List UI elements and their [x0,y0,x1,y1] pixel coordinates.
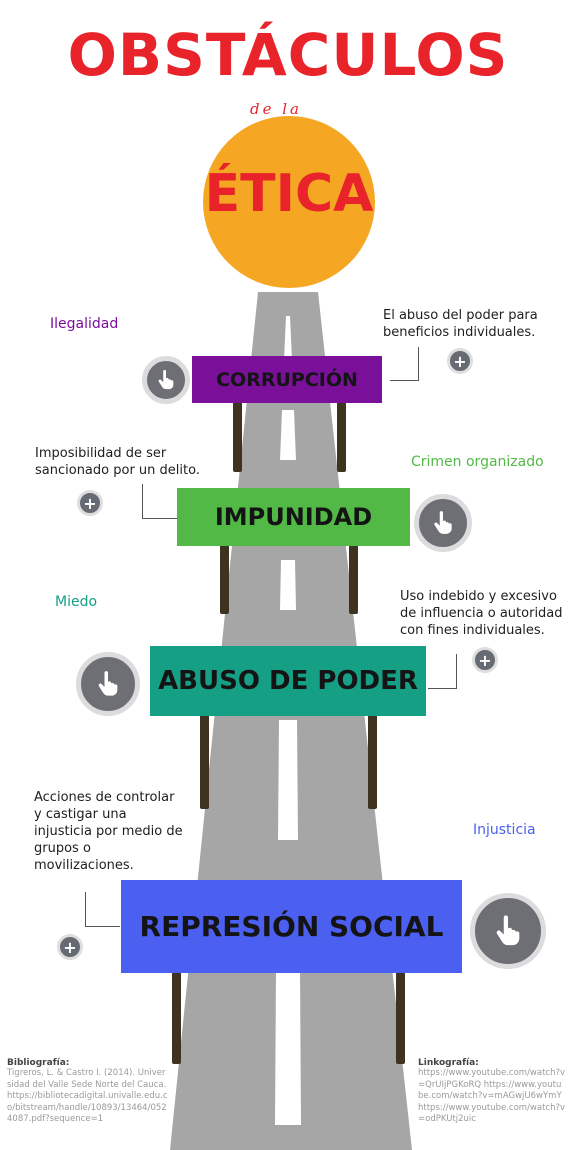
sign-represion-social: REPRESIÓN SOCIAL [121,880,462,973]
desc-corrupcion: El abuso del poder para beneficios indiv… [383,308,538,340]
label-injusticia: Injusticia [473,822,536,838]
hand-pointer-button[interactable] [414,494,472,552]
hand-pointer-button[interactable] [76,652,140,716]
sun-title: ÉTICA [204,164,374,224]
road-center-line-5 [275,970,301,1125]
plus-icon[interactable]: + [77,490,103,516]
desc-impunidad: Imposibilidad de ser sancionado por un d… [35,446,200,478]
plus-icon[interactable]: + [447,348,473,374]
label-ilegalidad: Ilegalidad [50,316,119,332]
road-center-line-2 [280,410,296,460]
linkografia-text[interactable]: https://www.youtube.com/watch?v=QrUIjPGK… [418,1068,566,1124]
sign-impunidad-text: IMPUNIDAD [214,503,373,531]
hand-pointer-icon [496,915,520,946]
plus-glyph: + [453,351,467,371]
page-title: OBSTÁCULOS [67,21,509,89]
sign-corrupcion-text: CORRUPCIÓN [216,368,358,391]
desc-represion-social: Acciones de controlar y castigar una inj… [34,790,183,873]
sign-impunidad: IMPUNIDAD [177,488,410,546]
post-represion-left [172,972,181,1064]
plus-glyph: + [478,650,492,670]
desc-abuso-de-poder: Uso indebido y excesivo de influencia o … [400,589,563,638]
hand-pointer-icon [434,511,452,534]
label-crimen-organizado: Crimen organizado [411,454,544,470]
sun-circle [203,116,375,288]
post-corrupcion-right [337,402,346,472]
bracket-impunidad [142,484,177,519]
hand-pointer-icon [98,671,118,696]
plus-icon[interactable]: + [472,647,498,673]
post-corrupcion-left [233,402,242,472]
page-subtitle: de la [250,100,302,118]
road-center-line-4 [278,720,298,840]
road-center-line-3 [280,560,296,610]
bracket-corrupcion [390,347,419,381]
sign-represion-text: REPRESIÓN SOCIAL [139,910,444,943]
hand-pointer-button[interactable] [142,356,190,404]
post-represion-right [396,972,405,1064]
bracket-abuso [428,654,457,689]
post-impunidad-right [349,544,358,614]
bibliografia-block: Bibliografía: Tigreros, L. & Castro I. (… [7,1058,169,1126]
road-center-line-1 [284,316,292,360]
plus-glyph: + [63,937,77,957]
post-abuso-right [368,714,377,809]
sign-abuso-text: ABUSO DE PODER [158,666,418,696]
plus-icon[interactable]: + [57,934,83,960]
hand-pointer-icon [158,369,174,390]
linkografia-block: Linkografía: https://www.youtube.com/wat… [418,1058,566,1126]
linkografia-title: Linkografía: [418,1058,479,1068]
post-impunidad-left [220,544,229,614]
bibliografia-title: Bibliografía: [7,1058,70,1068]
sign-corrupcion: CORRUPCIÓN [192,356,382,403]
hand-pointer-button[interactable] [470,893,546,969]
plus-glyph: + [83,493,97,513]
bracket-represion [85,892,120,927]
post-abuso-left [200,714,209,809]
bibliografia-text: Tigreros, L. & Castro I. (2014). Univers… [7,1068,168,1124]
label-miedo: Miedo [55,594,98,610]
sign-abuso-de-poder: ABUSO DE PODER [150,646,426,716]
